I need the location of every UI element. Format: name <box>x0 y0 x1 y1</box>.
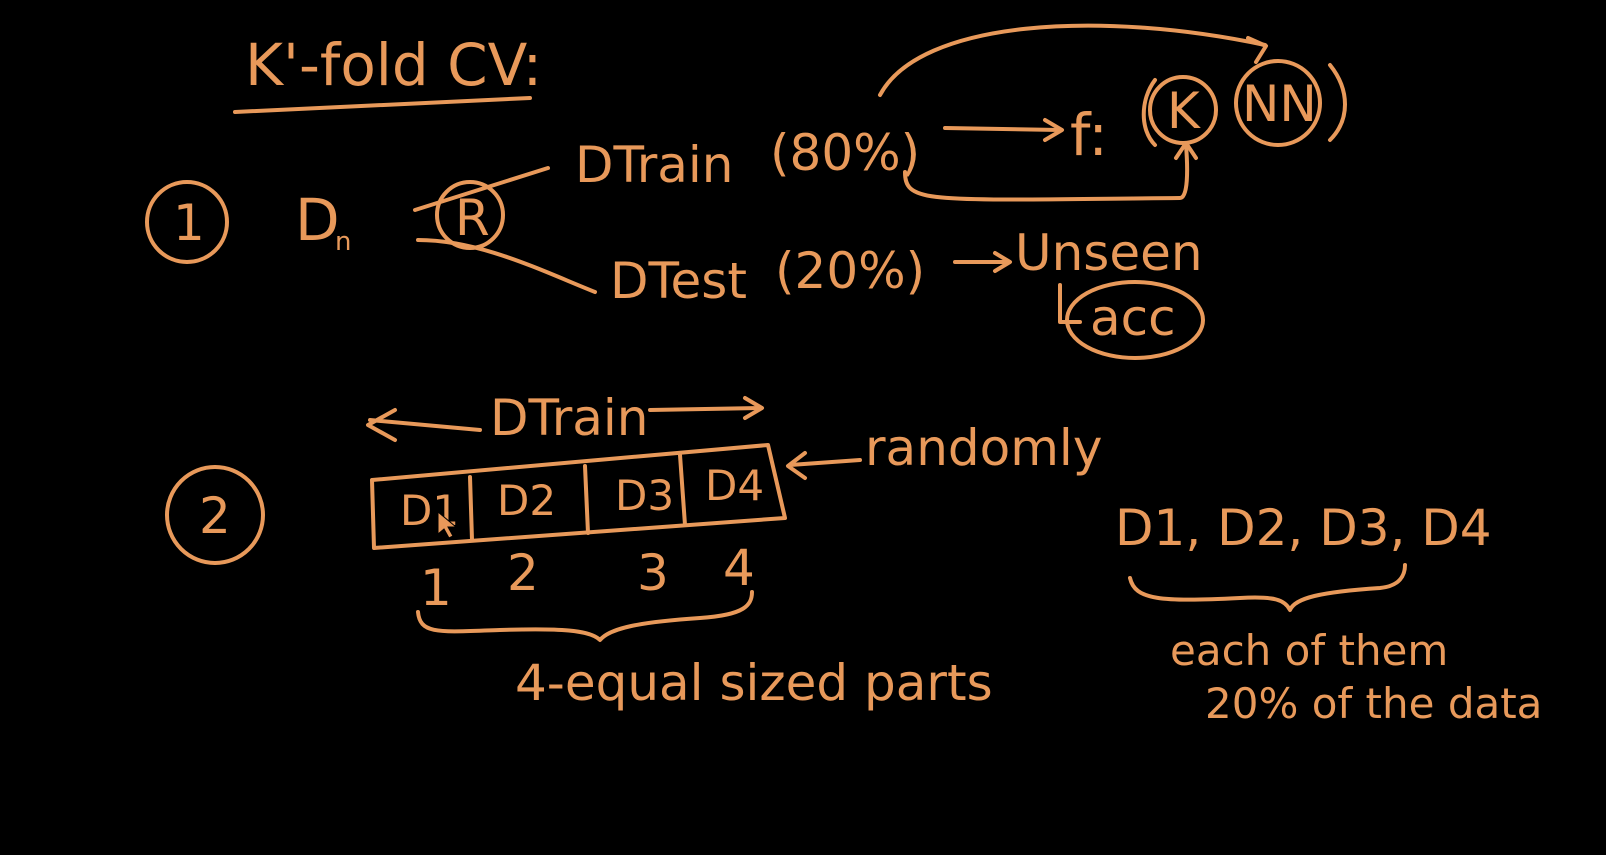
step1-number: 1 <box>173 194 205 252</box>
dataset-subscript: n <box>335 227 351 257</box>
fold-4: D4 <box>705 461 764 510</box>
span-left-line <box>368 418 482 432</box>
fold-divider-3 <box>678 453 687 527</box>
list-brace <box>1128 563 1407 612</box>
span-left-arrowhead <box>366 408 397 442</box>
randomly-arrow <box>788 458 862 467</box>
step1-circle <box>145 180 229 264</box>
train-branch-line <box>413 166 550 212</box>
fold-divider-1 <box>468 475 474 542</box>
fold-3: D3 <box>615 471 674 520</box>
title-underline <box>233 96 532 114</box>
note-line-2: 20% of the data <box>1205 679 1542 728</box>
fold-number-3: 3 <box>637 544 669 602</box>
randomly-label: randomly <box>865 419 1102 477</box>
span-right-arrowhead <box>743 396 764 420</box>
note-line-1: each of them <box>1170 626 1448 675</box>
fold-number-2: 2 <box>507 544 539 602</box>
span-label: DTrain <box>490 389 648 447</box>
train-label: DTrain <box>575 136 733 194</box>
unseen-hook <box>1058 283 1082 324</box>
unseen-label: Unseen <box>1015 224 1203 282</box>
test-to-unseen-arrowhead <box>993 251 1012 273</box>
model-prefix: f: <box>1070 101 1108 169</box>
test-branch-line <box>416 238 597 294</box>
test-label: DTest <box>610 252 747 310</box>
title: K'-fold CV: <box>245 31 542 99</box>
split-marker: R <box>455 189 490 247</box>
top-loop-arrow <box>878 23 1267 97</box>
randomly-arrowhead <box>786 451 807 480</box>
fold-number-4: 4 <box>723 539 755 597</box>
model-open-paren <box>1141 78 1157 147</box>
acc-circle <box>1065 280 1205 360</box>
nn-circle <box>1234 59 1322 147</box>
step2-number: 2 <box>199 487 231 545</box>
train-to-model-arrowhead <box>1043 118 1064 142</box>
dataset-label: D <box>295 186 340 254</box>
train-to-model-arrow <box>943 126 1062 132</box>
train-percent: (80%) <box>770 124 920 182</box>
fold-2: D2 <box>497 476 556 525</box>
fold-number-1: 1 <box>420 559 452 617</box>
span-right-line <box>648 406 762 412</box>
pointer-arrow-icon <box>437 510 458 539</box>
acc-label: acc <box>1090 289 1176 347</box>
top-loop-arrowhead <box>1246 36 1268 64</box>
bottom-loop-arrow <box>903 143 1190 202</box>
k-circle <box>1148 75 1218 145</box>
bottom-loop-arrowhead <box>1174 141 1198 160</box>
fold-list: D1, D2, D3, D4 <box>1115 499 1492 557</box>
model-close-paren <box>1328 63 1347 142</box>
step2-circle <box>165 465 265 565</box>
model-nn: NN <box>1242 75 1317 133</box>
fold-1: D1 <box>400 486 459 535</box>
fold-strip <box>370 443 787 550</box>
test-percent: (20%) <box>775 242 925 300</box>
parts-brace <box>416 590 754 642</box>
fold-divider-2 <box>583 464 590 535</box>
brace-label: 4-equal sized parts <box>515 654 993 712</box>
model-k: K <box>1167 82 1201 140</box>
